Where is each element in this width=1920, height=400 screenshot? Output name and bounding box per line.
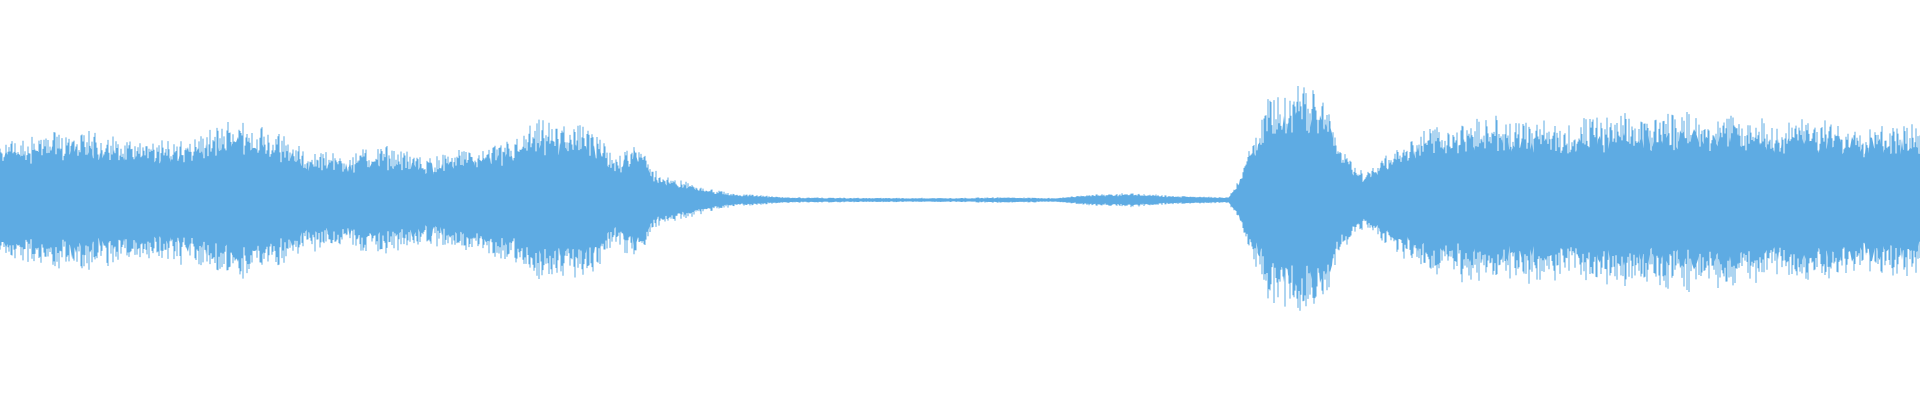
audio-waveform-view[interactable]: [0, 0, 1920, 400]
audio-waveform[interactable]: [0, 0, 1920, 400]
